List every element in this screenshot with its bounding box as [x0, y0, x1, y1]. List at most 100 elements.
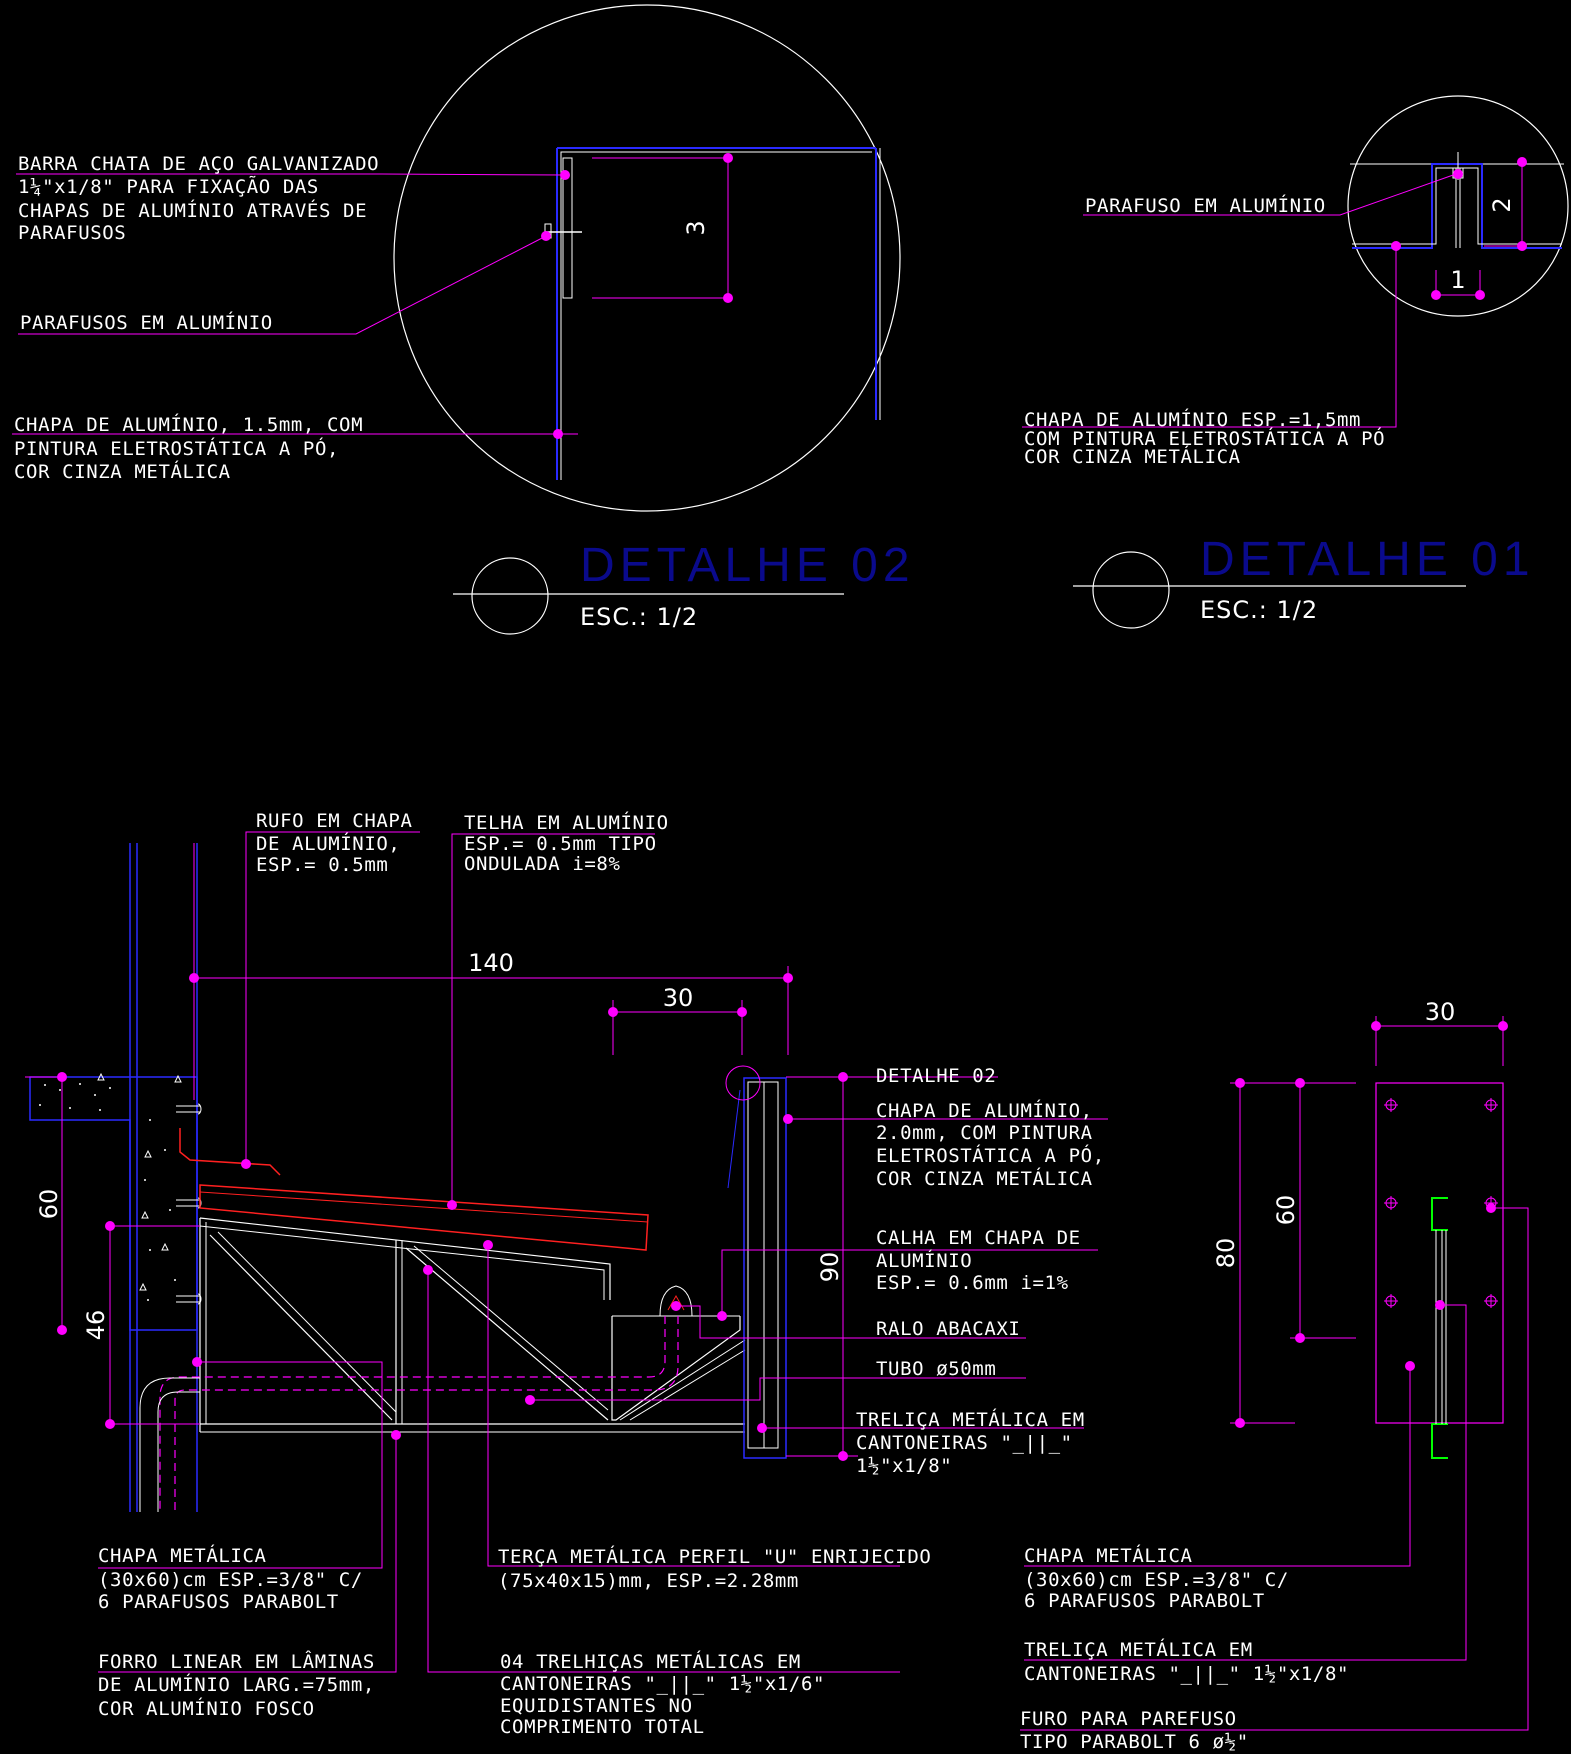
detail-02-dim-3: 3 — [682, 220, 710, 235]
detail-02-dim-dot-bottom — [723, 293, 733, 303]
detail-02-leader-parafusos-dot — [541, 231, 551, 241]
plate-angle-green-top — [1431, 1197, 1448, 1231]
plate-leader-chapa-dot — [1405, 1361, 1415, 1371]
leader-ralo — [676, 1305, 1026, 1339]
leader-calha — [721, 1249, 1098, 1316]
label-chapa-metalica: CHAPA METÁLICA (30x60)cm ESP.=3/8" C/ 6 … — [98, 1544, 375, 1613]
plate-label-chapa-metalica: CHAPA METÁLICA (30x60)cm ESP.=3/8" C/ 6 … — [1024, 1544, 1301, 1612]
plate-leader-trelica — [1024, 1304, 1467, 1661]
leader-terca — [487, 1245, 900, 1567]
detail-01-dim1-dot-right — [1475, 290, 1485, 300]
detail-02-label-parafusos: PARAFUSOS EM ALUMÍNIO — [20, 311, 273, 334]
dim60-dot-bottom — [57, 1325, 67, 1335]
label-ralo: RALO ABACAXI — [876, 1318, 1020, 1340]
plate-label-furo: FURO PARA PAREFUSO TIPO PARABOLT 6 ø½" — [1020, 1708, 1249, 1753]
dim-90: 90 — [816, 1252, 844, 1283]
roof-tile-top — [199, 1191, 649, 1223]
detail-02-label-chapa: CHAPA DE ALUMÍNIO, 1.5mm, COM PINTURA EL… — [14, 413, 375, 483]
dim140-dot-right — [783, 973, 793, 983]
drain-abacaxi — [659, 1285, 693, 1317]
dim60-dot-top — [57, 1072, 67, 1082]
detail-02-flat-bar — [562, 157, 573, 299]
plate-label-trelica: TRELIÇA METÁLICA EM CANTONEIRAS "_||_" 1… — [1024, 1638, 1349, 1685]
detail-01-leader-parafuso-dot — [1453, 169, 1463, 179]
label-forro: FORRO LINEAR EM LÂMINAS DE ALUMÍNIO LARG… — [98, 1650, 387, 1720]
detail-02-magnifier-circle — [393, 4, 901, 512]
dim30-dot-right — [737, 1007, 747, 1017]
plate-leader-trelica-dot — [1435, 1300, 1445, 1310]
detalhe-02-marker — [725, 1065, 761, 1101]
detail-01-magnifier-circle — [1347, 95, 1569, 317]
rufo-flashing — [179, 1128, 281, 1176]
leader-chapa-metalica-dot — [192, 1357, 202, 1367]
concrete-hatch — [39, 1083, 176, 1301]
truss-diagonal-1b — [217, 1231, 397, 1413]
ceiling-pipe-outline-2 — [157, 1391, 200, 1512]
detail-02-label-barra: BARRA CHATA DE AÇO GALVANIZADO 1¼"x1/8" … — [18, 153, 391, 244]
detail-02: 3 BARRA CHATA DE AÇO GALVANIZADO 1¼"x1/8… — [12, 4, 915, 635]
leader-telha — [451, 833, 655, 1205]
dim30-dot-left — [608, 1007, 618, 1017]
plate-elevation: 30 80 60 CHAPA METÁLICA (30x60)cm ESP.=3… — [1020, 998, 1529, 1753]
plate-dim60-dot-top — [1295, 1078, 1305, 1088]
label-chapa-aluminio: CHAPA DE ALUMÍNIO, 2.0mm, COM PINTURA EL… — [876, 1099, 1117, 1190]
detail-02-scale: ESC.: 1/2 — [580, 603, 698, 631]
dim90-dot-top — [838, 1072, 848, 1082]
leader-tubo-dot — [525, 1395, 535, 1405]
dim46-dot-top — [105, 1221, 115, 1231]
detail-01-leader-chapa — [1022, 246, 1397, 428]
detail-02-dim-dot-top — [723, 153, 733, 163]
dim-30: 30 — [663, 984, 694, 1012]
detail-01-title: DETALHE 01 — [1200, 533, 1535, 586]
detail-01-dim2-dot-top — [1517, 157, 1527, 167]
facade-plate-outer — [743, 1077, 787, 1459]
leader-telha-dot — [447, 1200, 457, 1210]
label-terca: TERÇA METÁLICA PERFIL "U" ENRIJECIDO (75… — [498, 1545, 943, 1592]
detail-01-dim-1: 1 — [1450, 266, 1465, 294]
gutter-diag-2 — [629, 1349, 746, 1421]
detail-01-dim-2: 2 — [1488, 197, 1516, 212]
drain-pipe — [159, 1316, 666, 1512]
detail-02-title: DETALHE 02 — [580, 539, 915, 592]
drain-pipe-2 — [174, 1316, 679, 1512]
detail-02-plate-outline — [560, 151, 872, 480]
leader-calha-dot — [717, 1311, 727, 1321]
plate-dim30-dot-right — [1498, 1021, 1508, 1031]
plate-dim-80: 80 — [1212, 1238, 1240, 1269]
plate-dim30-dot-left — [1371, 1021, 1381, 1031]
dim-46: 46 — [82, 1310, 110, 1341]
detail-01-leader-parafuso — [1083, 173, 1457, 216]
label-calha: CALHA EM CHAPA DE ALUMÍNIO ESP.= 0.6mm i… — [876, 1227, 1093, 1294]
label-trelicas04: 04 TRELHIÇAS METÁLICAS EM CANTONEIRAS "_… — [500, 1650, 837, 1738]
facade-plate-inner — [747, 1081, 779, 1449]
plate-dim-60: 60 — [1272, 1195, 1300, 1226]
detail-02-leader-chapa-dot — [553, 429, 563, 439]
label-detalhe02: DETALHE 02 — [876, 1065, 996, 1087]
ceiling-pipe-outline — [139, 1377, 200, 1512]
detail-02-leader-parafusos — [18, 235, 547, 335]
detail-01-profile-blue — [1352, 163, 1562, 249]
detail-02-title-bubble — [471, 557, 549, 635]
detail-01-profile-white — [1352, 167, 1562, 245]
plate-dim80-dot-top — [1235, 1078, 1245, 1088]
facade-blue-diag — [727, 1089, 741, 1189]
detail-01-label-parafuso: PARAFUSO EM ALUMÍNIO — [1085, 194, 1326, 217]
roof-tile — [199, 1184, 649, 1251]
gutter-diag — [619, 1339, 746, 1421]
leader-trelicas04 — [427, 1270, 900, 1673]
truss-diagonal-1 — [209, 1234, 393, 1421]
dim140-dot-left — [189, 973, 199, 983]
leader-rufo — [245, 831, 420, 1164]
wall-anchors — [176, 1103, 202, 1305]
plate-outline — [1375, 1082, 1504, 1424]
label-tubo: TUBO ø50mm — [876, 1358, 996, 1380]
label-telha: TELHA EM ALUMÍNIO ESP.= 0.5mm TIPO ONDUL… — [464, 811, 681, 875]
dim-140: 140 — [468, 949, 514, 977]
leader-tubo — [530, 1377, 1026, 1401]
detail-01-leader-chapa-dot — [1391, 241, 1401, 251]
gutter — [611, 1316, 741, 1421]
plate-leader-furo — [1020, 1207, 1529, 1731]
label-trelica: TRELIÇA METÁLICA EM CANTONEIRAS "_||_" 1… — [856, 1408, 1097, 1477]
leader-chapa-aluminio-dot — [783, 1114, 793, 1124]
